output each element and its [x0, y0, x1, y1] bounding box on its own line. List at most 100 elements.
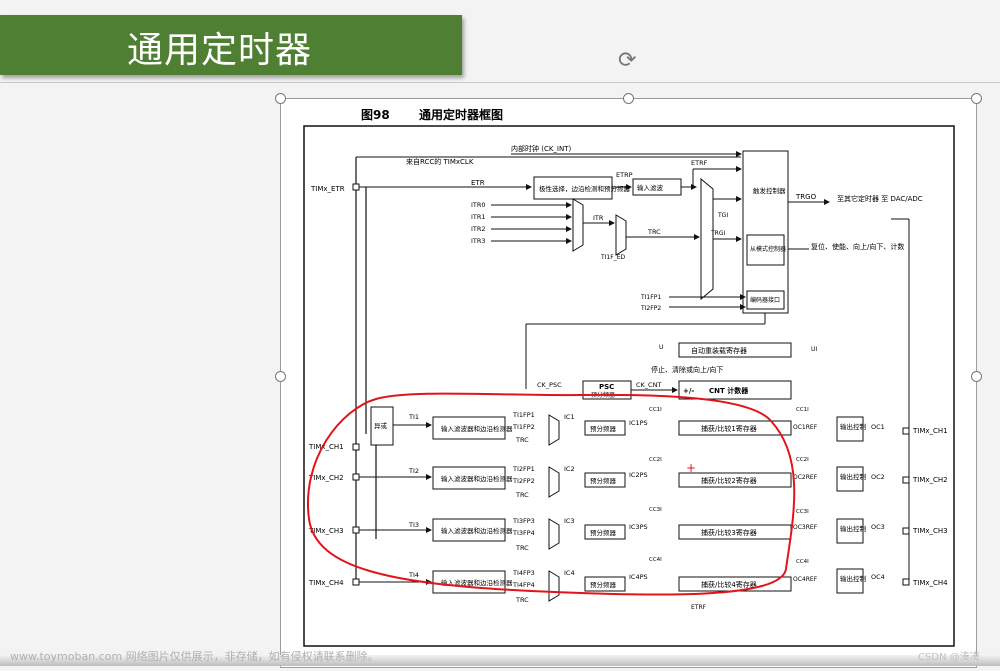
trc-label: TRC	[647, 228, 661, 236]
trc4-label: TRC	[515, 596, 529, 604]
ti2fp2-label: TI2FP2	[640, 305, 661, 312]
ti1fp1-ch-label: TI1FP1	[512, 411, 535, 419]
ch3-prescaler-label: 预分频器	[590, 528, 617, 537]
ch4-in-label: TIMx_CH4	[308, 579, 344, 587]
cc4i-out-label: CC4I	[796, 559, 809, 565]
out-ctrl-4	[836, 568, 864, 594]
watermark-text: www.toymoban.com 网络图片仅供展示，非存储，如有侵权请联系删除。	[10, 650, 379, 663]
diagram-image-frame[interactable]: 图98 通用定时器框图 内部时钟 (CK_INT) 来自RCC的 TIMxCLK…	[280, 98, 977, 668]
cap2-box	[678, 472, 792, 488]
cap2-label: 捕获/比较2寄存器	[701, 476, 757, 485]
xor-box	[370, 406, 394, 446]
cc3i-out-label: CC3I	[796, 509, 809, 515]
rotate-handle-icon[interactable]: ⟳	[618, 48, 637, 73]
ch1-out-label: TIMx_CH1	[912, 427, 948, 435]
resize-handle-top[interactable]	[623, 93, 634, 104]
figure-number: 图98	[361, 108, 390, 122]
ch3-filter-box	[432, 518, 506, 542]
trigger-controller-block	[742, 150, 789, 314]
cc1i-out-label: CC1I	[796, 407, 809, 413]
u-label-arr: U	[659, 344, 663, 351]
input-filter-label: 输入滤波	[637, 183, 664, 192]
to-other-label: 至其它定时器 至 DAC/ADC	[837, 194, 923, 203]
ic3ps-label: IC3PS	[629, 523, 648, 531]
itr-mux	[572, 198, 584, 252]
cap1-label: 捕获/比较1寄存器	[701, 424, 757, 433]
ch2-prescaler-label: 预分频器	[590, 476, 617, 485]
ic1-label: IC1	[564, 413, 575, 421]
ch1-filter-box	[432, 416, 506, 440]
ti4fp4-label: TI4FP4	[512, 581, 535, 589]
trigger-mux	[700, 177, 714, 301]
cap1-box	[678, 420, 792, 436]
timer-block-diagram: 图98 通用定时器框图 内部时钟 (CK_INT) 来自RCC的 TIMxCLK…	[303, 107, 955, 647]
resize-handle-top-left[interactable]	[275, 93, 286, 104]
ic3-label: IC3	[564, 517, 575, 525]
out-ctrl-3-label: 输出控制	[840, 524, 867, 533]
trc2-label: TRC	[515, 491, 529, 499]
ch1-prescaler-label: 预分频器	[590, 424, 617, 433]
etr-pin-label: TIMx_ETR	[310, 185, 345, 193]
tgi-label: TGI	[717, 212, 728, 219]
out-ctrl-1-label: 输出控制	[840, 422, 867, 431]
ch4-pin	[352, 578, 360, 586]
ch2-pin	[352, 473, 360, 481]
trc1-label: TRC	[515, 436, 529, 444]
ti3fp3-label: TI3FP3	[512, 517, 535, 525]
cnt-label: CNT 计数器	[709, 386, 749, 395]
oc1-label: OC1	[871, 423, 885, 431]
ch3-filter-label: 输入滤波器和边沿检测器	[441, 526, 513, 535]
ch2-filter-box	[432, 466, 506, 490]
rcc-label: 来自RCC的 TIMxCLK	[406, 157, 474, 166]
oc2-label: OC2	[871, 473, 885, 481]
diagram-border	[303, 125, 955, 647]
trc-mux	[615, 214, 627, 256]
ti1fp1-label: TI1FP1	[640, 294, 661, 301]
figure-caption: 通用定时器框图	[419, 107, 503, 122]
oc2ref-label: OC2REF	[793, 474, 818, 481]
oc3ref-label: OC3REF	[793, 524, 818, 531]
etrf-bottom-label: ETRF	[691, 604, 707, 611]
cc3i-in-label: CC3I	[649, 507, 662, 513]
trc3-label: TRC	[515, 544, 529, 552]
ch1-pin	[352, 443, 360, 451]
ic4ps-label: IC4PS	[629, 573, 648, 581]
etrf-label: ETRF	[691, 159, 708, 167]
ti2fp2-ch-label: TI2FP2	[512, 477, 535, 485]
ti4-label: TI4	[408, 571, 419, 579]
resize-handle-right[interactable]	[971, 371, 982, 382]
out-ctrl-1	[836, 416, 864, 442]
cnt-box	[678, 380, 792, 400]
ti3-label: TI3	[408, 521, 419, 529]
oc4-label: OC4	[871, 573, 885, 581]
ui-label: UI	[811, 346, 817, 353]
ch4-prescaler-label: 预分频器	[590, 580, 617, 589]
ti2-label: TI2	[408, 467, 419, 475]
out-ctrl-4-label: 输出控制	[840, 574, 867, 583]
encoder-label: 编码器接口	[750, 296, 780, 304]
ch2-out-label: TIMx_CH2	[912, 476, 948, 484]
stop-clear-label: 停止、清除或向上/向下	[651, 365, 723, 374]
trigger-ctrl-label: 触发控制器	[753, 186, 786, 195]
psc-label: PSC	[599, 383, 614, 391]
resize-handle-top-right[interactable]	[971, 93, 982, 104]
ti1-label: TI1	[408, 413, 419, 421]
red-plus-annotation: +	[686, 461, 696, 475]
itr0-label: ITR0	[471, 201, 486, 209]
etrp-label: ETRP	[616, 171, 633, 179]
xor-label: 异或	[374, 421, 388, 430]
ch4-out-label: TIMx_CH4	[912, 579, 948, 587]
slide-title: 通用定时器	[127, 30, 313, 71]
arr-label: 自动重装载寄存器	[691, 346, 747, 355]
ch3-out-label: TIMx_CH3	[912, 527, 948, 535]
red-circle-annotation	[306, 392, 796, 596]
out-ctrl-2	[836, 466, 864, 492]
cc4i-in-label: CC4I	[649, 557, 662, 563]
slave-ctrl-label: 从模式控制器	[750, 245, 786, 253]
plusminus-label: +/-	[683, 387, 694, 395]
ti1fp2-label: TI1FP2	[512, 423, 535, 431]
resize-handle-left[interactable]	[275, 371, 286, 382]
polarity-label: 极性选择，边沿检测和预分频器	[539, 184, 631, 193]
ch3-pin	[352, 526, 360, 534]
bottom-shadow	[0, 655, 1000, 666]
